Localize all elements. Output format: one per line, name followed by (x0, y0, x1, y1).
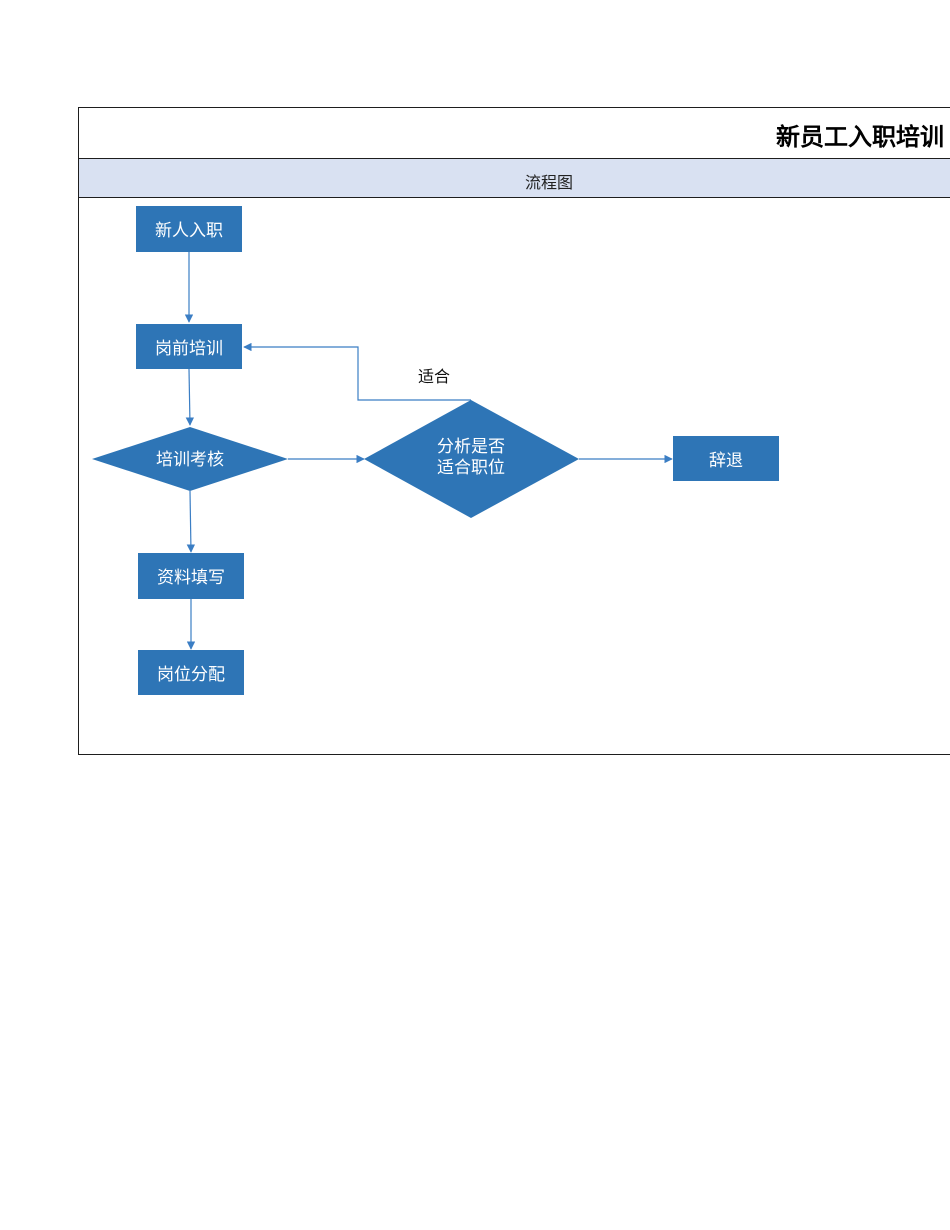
node-pre-training-shape (136, 324, 242, 369)
edge-label-suitable: 适合 (418, 367, 450, 386)
node-analysis[interactable]: 分析是否 适合职位 (364, 400, 579, 518)
document-title: 新员工入职培训 (776, 122, 944, 151)
title-row: 新员工入职培训 (79, 108, 950, 159)
node-dismiss[interactable]: 辞退 (673, 436, 779, 481)
node-dismiss-label: 辞退 (709, 451, 743, 471)
node-pre-training-label: 岗前培训 (155, 339, 223, 359)
node-fill-info-label: 资料填写 (157, 568, 225, 588)
node-fill-info[interactable]: 资料填写 (138, 553, 244, 599)
node-fill-info-shape (138, 553, 244, 599)
node-start-label: 新人入职 (155, 221, 223, 241)
node-assign-label: 岗位分配 (157, 665, 225, 685)
edges (184, 252, 673, 650)
edge-assessment-to-fillinfo (186, 490, 196, 553)
node-pre-training[interactable]: 岗前培训 (136, 324, 242, 369)
edge-pretraining-to-assessment (185, 368, 195, 426)
node-start[interactable]: 新人入职 (136, 206, 242, 252)
node-analysis-label-line1: 分析是否 (437, 437, 505, 457)
section-header-row: 流程图 (79, 159, 950, 198)
node-assessment-label: 培训考核 (156, 450, 224, 470)
node-assign[interactable]: 岗位分配 (138, 650, 244, 695)
node-assessment-shape (92, 427, 288, 491)
edge-analysis-to-pretraining (243, 342, 471, 401)
section-header-label: 流程图 (525, 173, 574, 192)
node-analysis-shape (364, 400, 579, 518)
node-analysis-label-line2: 适合职位 (437, 458, 505, 478)
node-assessment[interactable]: 培训考核 (92, 427, 288, 491)
node-dismiss-shape (673, 436, 779, 481)
node-assign-shape (138, 650, 244, 695)
node-start-shape (136, 206, 242, 252)
